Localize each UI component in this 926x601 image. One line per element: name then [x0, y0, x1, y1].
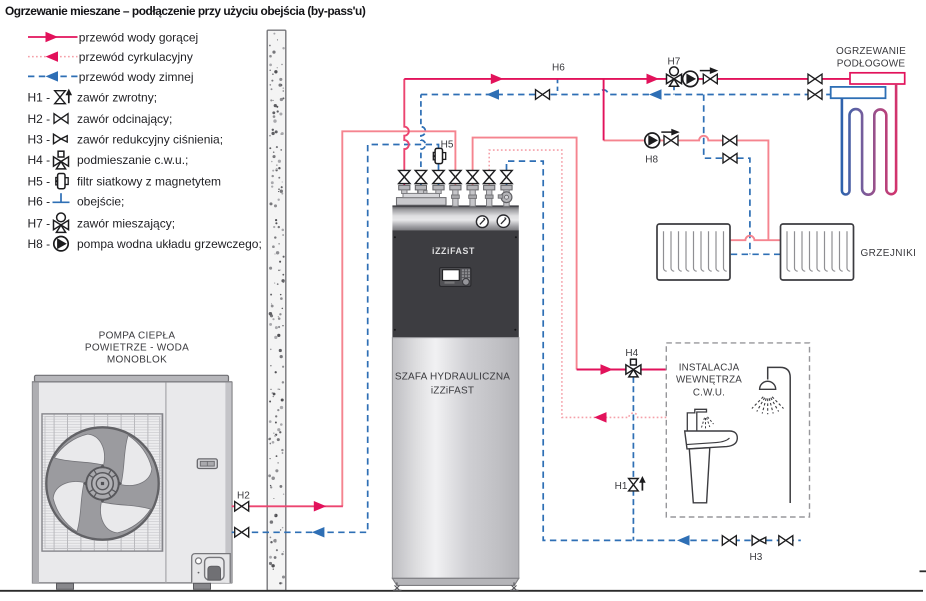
svg-text:Ogrzewanie mieszane – podłącze: Ogrzewanie mieszane – podłączenie przy u… — [5, 4, 366, 18]
svg-text:H3: H3 — [750, 552, 763, 563]
svg-text:SZAFA HYDRAULICZNA: SZAFA HYDRAULICZNA — [395, 372, 510, 383]
svg-text:podmieszanie c.w.u.;: podmieszanie c.w.u.; — [77, 153, 188, 167]
svg-text:przewód wody zimnej: przewód wody zimnej — [79, 70, 194, 84]
svg-text:H7: H7 — [668, 57, 681, 68]
svg-text:H4 -: H4 - — [28, 153, 51, 167]
svg-text:H2: H2 — [237, 491, 250, 502]
svg-text:H7 -: H7 - — [28, 217, 51, 231]
svg-text:H2 -: H2 - — [28, 112, 51, 126]
svg-text:filtr siatkowy z magnetytem: filtr siatkowy z magnetytem — [77, 175, 221, 189]
svg-text:zawór zwrotny;: zawór zwrotny; — [77, 91, 157, 105]
svg-text:zawór mieszający;: zawór mieszający; — [77, 217, 175, 231]
svg-text:iZZiFAST: iZZiFAST — [432, 246, 475, 256]
svg-text:H6: H6 — [552, 62, 565, 73]
svg-text:GRZEJNIKI: GRZEJNIKI — [861, 248, 917, 259]
svg-text:OGRZEWANIE: OGRZEWANIE — [836, 46, 906, 57]
svg-text:pompa wodna układu grzewczego;: pompa wodna układu grzewczego; — [77, 237, 262, 251]
svg-text:przewód wody gorącej: przewód wody gorącej — [79, 30, 198, 44]
svg-text:H6 -: H6 - — [28, 194, 51, 208]
svg-text:C.W.U.: C.W.U. — [693, 387, 725, 398]
svg-text:zawór redukcyjny ciśnienia;: zawór redukcyjny ciśnienia; — [77, 132, 223, 146]
svg-text:H4: H4 — [625, 348, 638, 359]
svg-text:H5 -: H5 - — [28, 175, 51, 189]
svg-text:PODŁOGOWE: PODŁOGOWE — [837, 59, 906, 70]
svg-text:POMPA CIEPŁA: POMPA CIEPŁA — [99, 330, 176, 341]
svg-text:POWIETRZE - WODA: POWIETRZE - WODA — [85, 342, 189, 353]
svg-text:H8: H8 — [645, 155, 658, 166]
svg-text:H3 -: H3 - — [28, 132, 51, 146]
svg-text:WEWNĘTRZA: WEWNĘTRZA — [676, 374, 742, 385]
svg-text:H8 -: H8 - — [28, 237, 51, 251]
svg-text:zawór odcinający;: zawór odcinający; — [77, 112, 172, 126]
svg-text:MONOBLOK: MONOBLOK — [107, 354, 167, 365]
svg-text:obejście;: obejście; — [77, 194, 124, 208]
svg-text:iZZiFAST: iZZiFAST — [431, 385, 474, 396]
svg-text:H5: H5 — [441, 139, 454, 150]
svg-text:H1 -: H1 - — [28, 91, 51, 105]
svg-text:przewód cyrkulacyjny: przewód cyrkulacyjny — [79, 50, 193, 64]
svg-text:H1: H1 — [615, 481, 628, 492]
svg-text:INSTALACJA: INSTALACJA — [679, 362, 740, 373]
